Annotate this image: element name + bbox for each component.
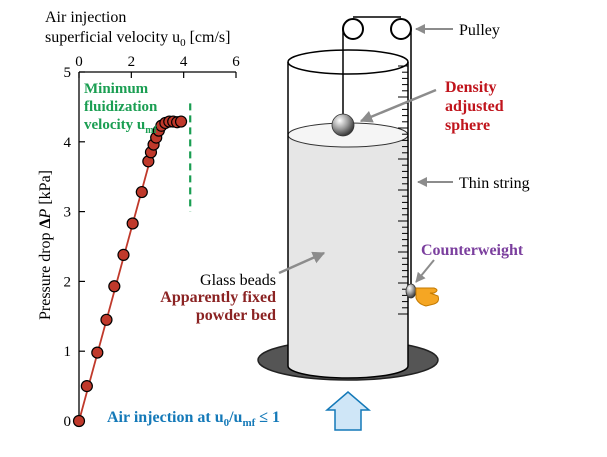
air-label-prefix: Air injection at u	[107, 409, 224, 426]
chart-title-sub: 0	[180, 37, 186, 49]
umf-label-text: velocity u	[84, 117, 145, 133]
air-label-suffix: ≤ 1	[255, 409, 280, 426]
y-label-prefix: Pressure drop	[37, 228, 54, 320]
beads-arrow	[278, 251, 326, 275]
umf-label-line1: Minimum	[84, 81, 149, 97]
cylinder-rim	[287, 49, 409, 75]
thin-string-label: Thin string	[459, 175, 530, 192]
air-label-sub1: 0	[224, 417, 230, 429]
y-tick-label: 1	[64, 344, 72, 360]
density-adjusted-sphere	[331, 113, 355, 137]
chart-title-line1: Air injection	[45, 9, 126, 26]
x-tick-label: 2	[128, 54, 136, 70]
data-point	[174, 115, 188, 128]
y-axis-label: Pressure drop ΔP [kPa]	[37, 170, 54, 320]
y-tick-label: 3	[64, 205, 72, 221]
data-point	[108, 280, 121, 293]
y-tick-label: 5	[64, 65, 72, 81]
hand-icon	[415, 287, 439, 307]
y-tick-label: 0	[64, 414, 72, 430]
sphere-arrow	[359, 88, 437, 123]
y-label-var: P	[37, 208, 54, 219]
pulley-label: Pulley	[459, 22, 500, 39]
x-tick-label: 4	[180, 54, 188, 70]
data-points	[72, 115, 188, 428]
chart-title-unit: [cm/s]	[186, 29, 231, 46]
data-point	[135, 185, 148, 199]
sphere-label-line3: sphere	[445, 117, 490, 134]
y-label-delta: Δ	[37, 218, 54, 228]
x-tick-label: 6	[232, 54, 240, 70]
sphere-label-line2: adjusted	[445, 98, 504, 115]
fit-line	[78, 127, 160, 422]
sphere-label-line1: Density	[445, 79, 497, 96]
bed-label-line1: Apparently fixed	[160, 289, 276, 306]
y-ticks: 0 1 2 3 4 5	[64, 65, 85, 430]
data-point	[100, 313, 113, 326]
counterweight-arrow	[415, 259, 435, 283]
data-point	[117, 248, 130, 261]
chart-title-line2: superficial velocity u0 [cm/s]	[45, 29, 230, 49]
y-tick-label: 2	[64, 274, 72, 290]
umf-label-sub: mf	[145, 125, 157, 136]
pulley-right	[390, 18, 412, 40]
air-label-sub2: mf	[242, 417, 255, 429]
counterweight	[405, 283, 417, 299]
x-ticks: 0 2 4 6	[75, 54, 240, 78]
data-point	[126, 217, 139, 230]
y-label-unit: [kPa]	[37, 170, 54, 209]
chart: Air injection superficial velocity u0 [c…	[37, 9, 240, 430]
chart-title-text: superficial velocity u	[45, 29, 180, 46]
powder-bed	[288, 135, 408, 378]
data-point	[80, 380, 93, 393]
bed-label-line2: powder bed	[196, 307, 276, 324]
umf-label-line3: velocity umf	[84, 117, 158, 136]
pulley-left	[342, 18, 364, 40]
apparatus	[257, 16, 453, 431]
air-label-mid: /u	[228, 409, 242, 426]
x-tick-label: 0	[75, 54, 83, 70]
counterweight-label: Counterweight	[421, 242, 524, 259]
air-injection-arrow-icon	[324, 391, 372, 431]
cylinder-bottom	[287, 365, 409, 379]
y-tick-label: 4	[64, 135, 72, 151]
air-injection-label: Air injection at u0/umf ≤ 1	[107, 409, 280, 429]
glass-beads-label: Glass beads	[200, 272, 276, 289]
data-point	[91, 346, 104, 359]
data-point	[72, 414, 86, 428]
umf-label-line2: fluidization	[84, 99, 158, 115]
